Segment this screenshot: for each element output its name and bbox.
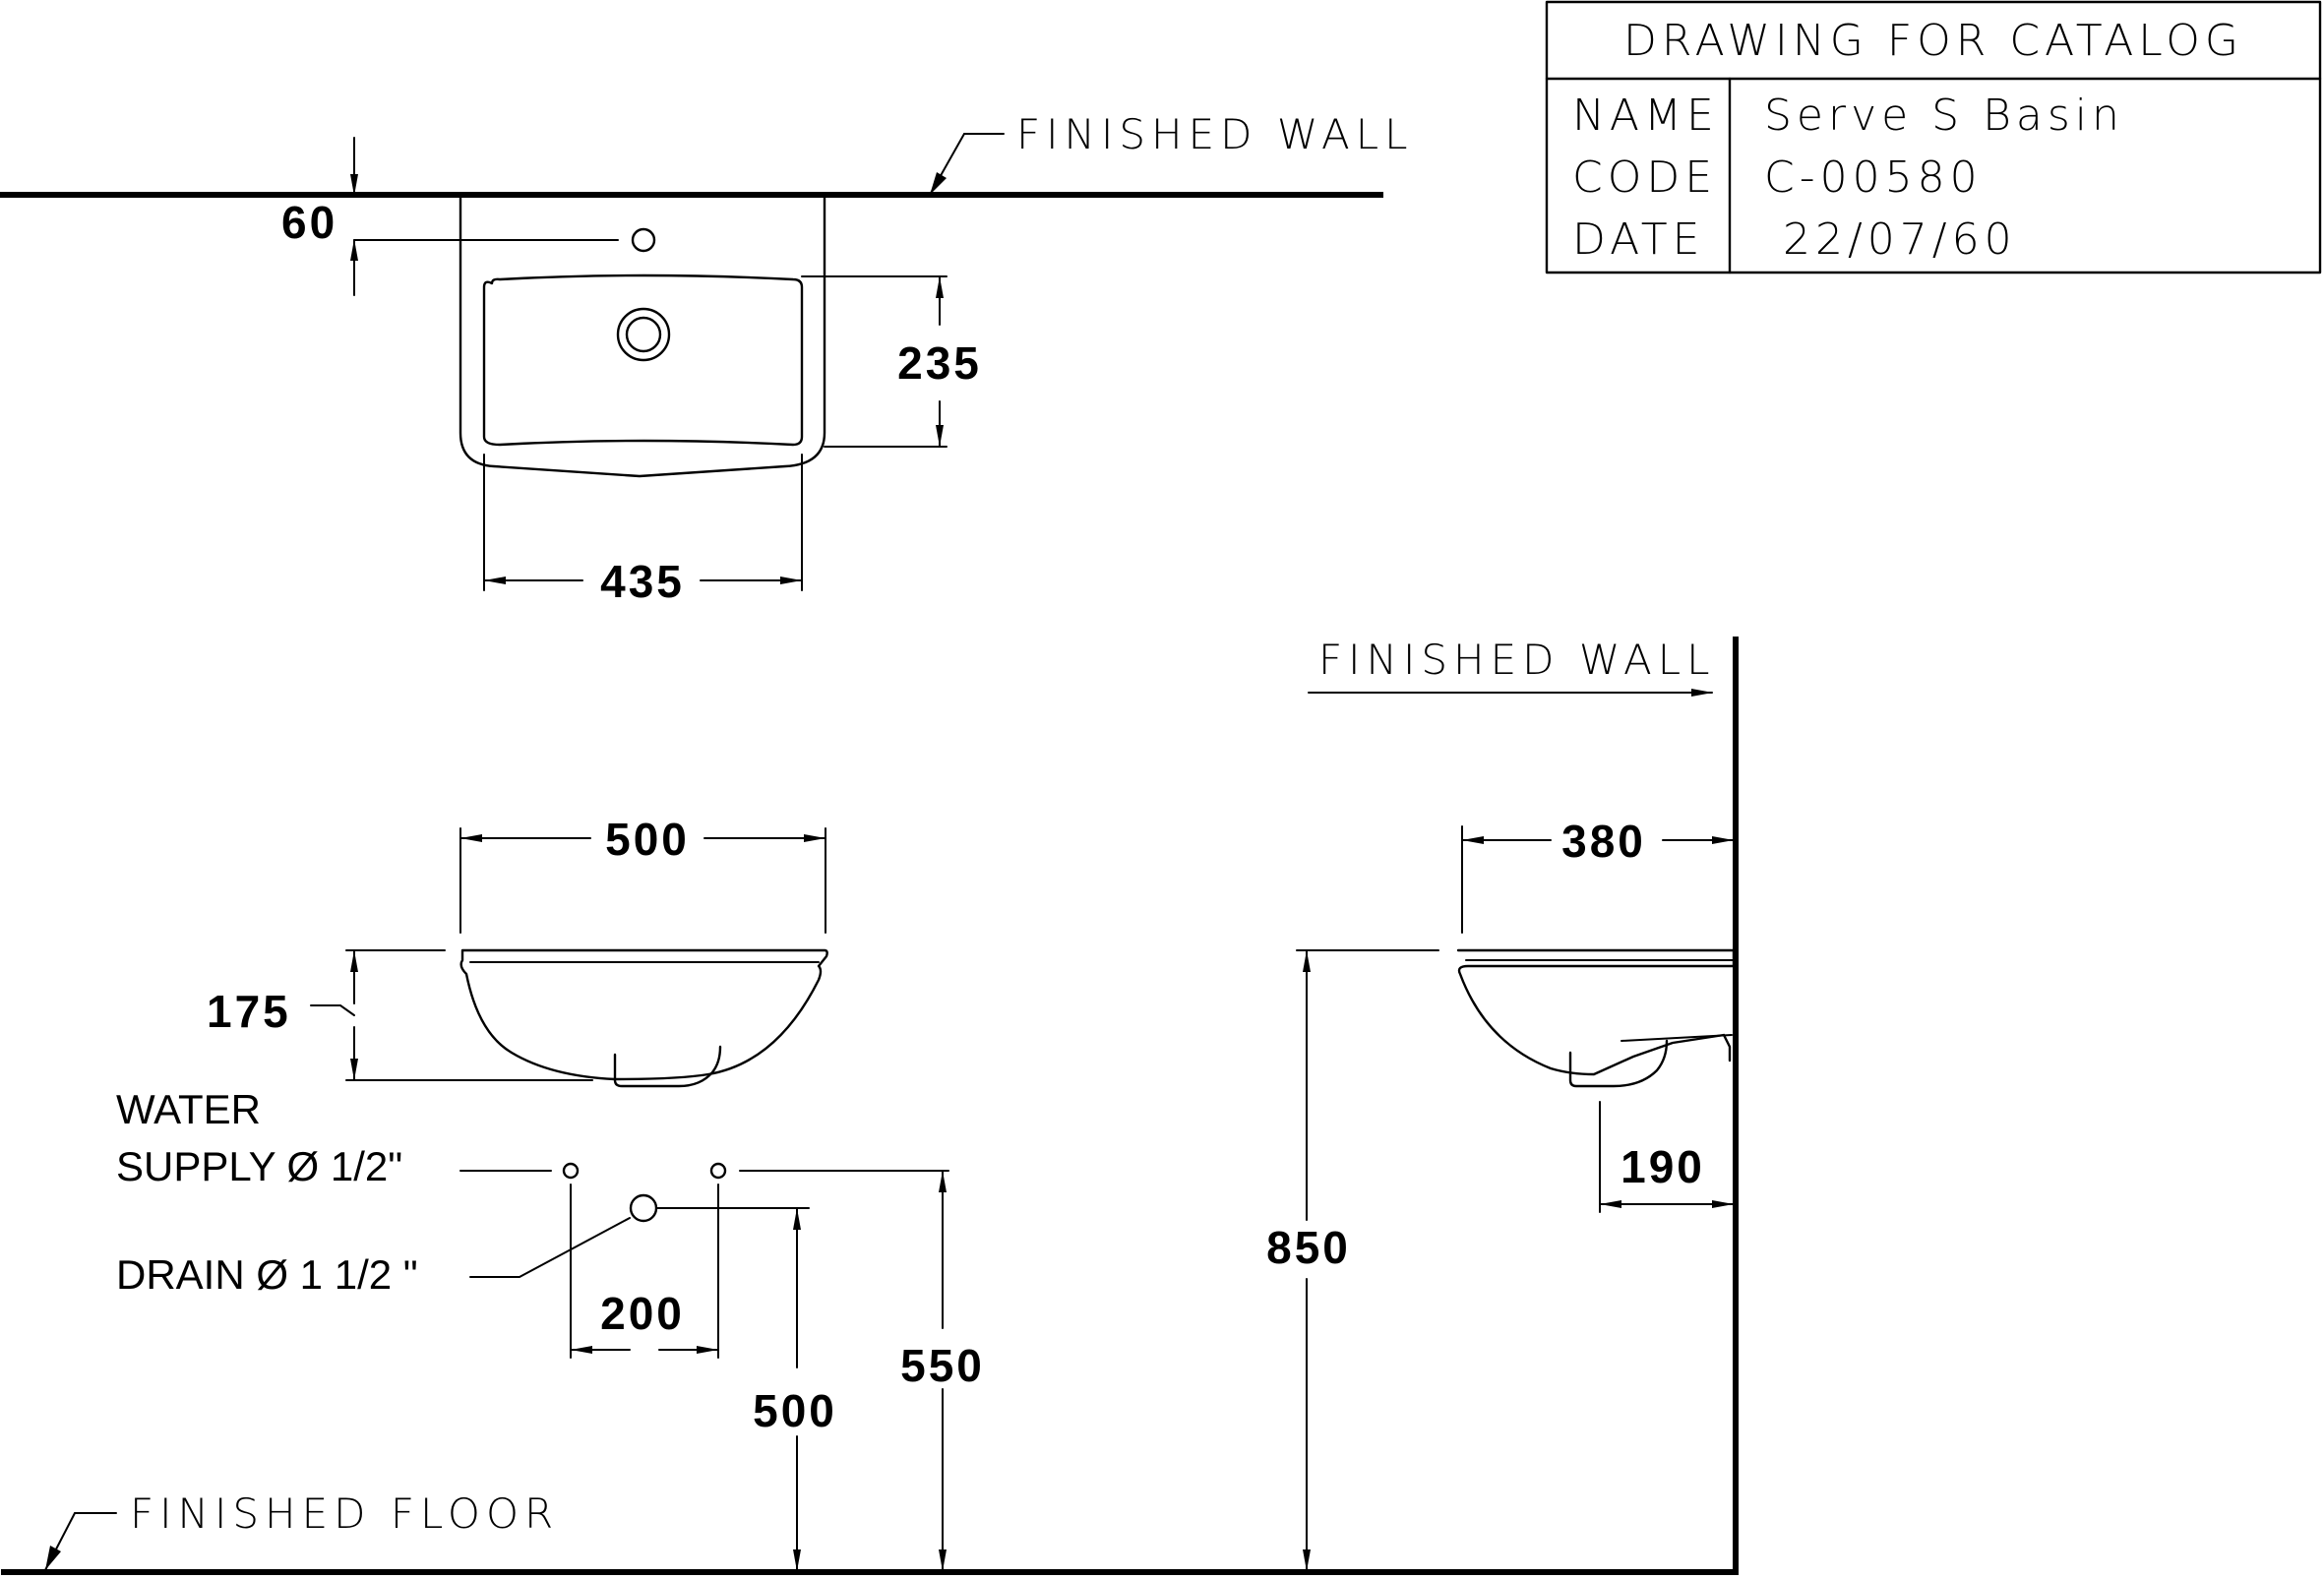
title-block-heading: DRAWING FOR CATALOG xyxy=(1623,16,2243,66)
front-view: 500 175 WATER SUPPLY Ø 1/2" DRAIN Ø 1 1/… xyxy=(116,814,985,1571)
title-block-date-value: 22/07/60 xyxy=(1764,214,2017,265)
water-supply-label-line1: WATER xyxy=(116,1086,261,1132)
dimension-500-height: 500 xyxy=(753,1385,837,1436)
finished-wall-leader-top xyxy=(929,133,1005,196)
bowl-outline-plan xyxy=(482,273,804,447)
drain-outer-plan xyxy=(616,307,671,362)
dimension-190: 190 xyxy=(1621,1141,1705,1192)
floor: FINISHED FLOOR xyxy=(1,1489,1739,1575)
water-supply-left xyxy=(562,1162,580,1180)
dimension-850: 850 xyxy=(1266,1222,1351,1273)
dimension-550: 550 xyxy=(900,1340,985,1391)
dimension-200: 200 xyxy=(600,1288,685,1339)
title-block-name-value: Serve S Basin xyxy=(1764,91,2124,141)
title-block: DRAWING FOR CATALOG NAME Serve S Basin C… xyxy=(1545,0,2322,274)
dimension-175: 175 xyxy=(207,986,291,1037)
title-block-code-value: C-00580 xyxy=(1764,152,1983,203)
dimension-500-width: 500 xyxy=(605,814,690,865)
title-block-date-key: DATE xyxy=(1572,214,1704,265)
basin-outline-plan xyxy=(459,195,826,478)
finished-wall-label-top: FINISHED WALL xyxy=(1016,110,1414,158)
dimension-60: 60 xyxy=(281,197,337,248)
title-block-name-key: NAME xyxy=(1572,91,1719,141)
tap-hole-plan xyxy=(631,227,656,253)
dimension-235: 235 xyxy=(897,337,982,389)
drain-label: DRAIN Ø 1 1/2 " xyxy=(116,1251,418,1298)
dimension-435: 435 xyxy=(600,556,685,607)
trap-front xyxy=(613,1045,722,1088)
drain-front xyxy=(629,1193,658,1223)
side-view: FINISHED WALL 380 190 850 xyxy=(1266,636,1739,1575)
water-supply-label-line2: SUPPLY Ø 1/2" xyxy=(116,1143,402,1189)
drain-inner-plan xyxy=(625,316,662,353)
finished-wall-label-side: FINISHED WALL xyxy=(1318,636,1716,684)
trap-side xyxy=(1568,1039,1669,1088)
basin-front xyxy=(459,948,828,1081)
water-supply-right xyxy=(709,1162,727,1180)
dimension-380: 380 xyxy=(1561,816,1646,867)
basin-side xyxy=(1456,948,1736,1076)
finished-floor-label: FINISHED FLOOR xyxy=(130,1489,559,1538)
plan-view: FINISHED WALL 60 235 435 xyxy=(0,110,1414,607)
title-block-code-key: CODE xyxy=(1572,152,1717,203)
